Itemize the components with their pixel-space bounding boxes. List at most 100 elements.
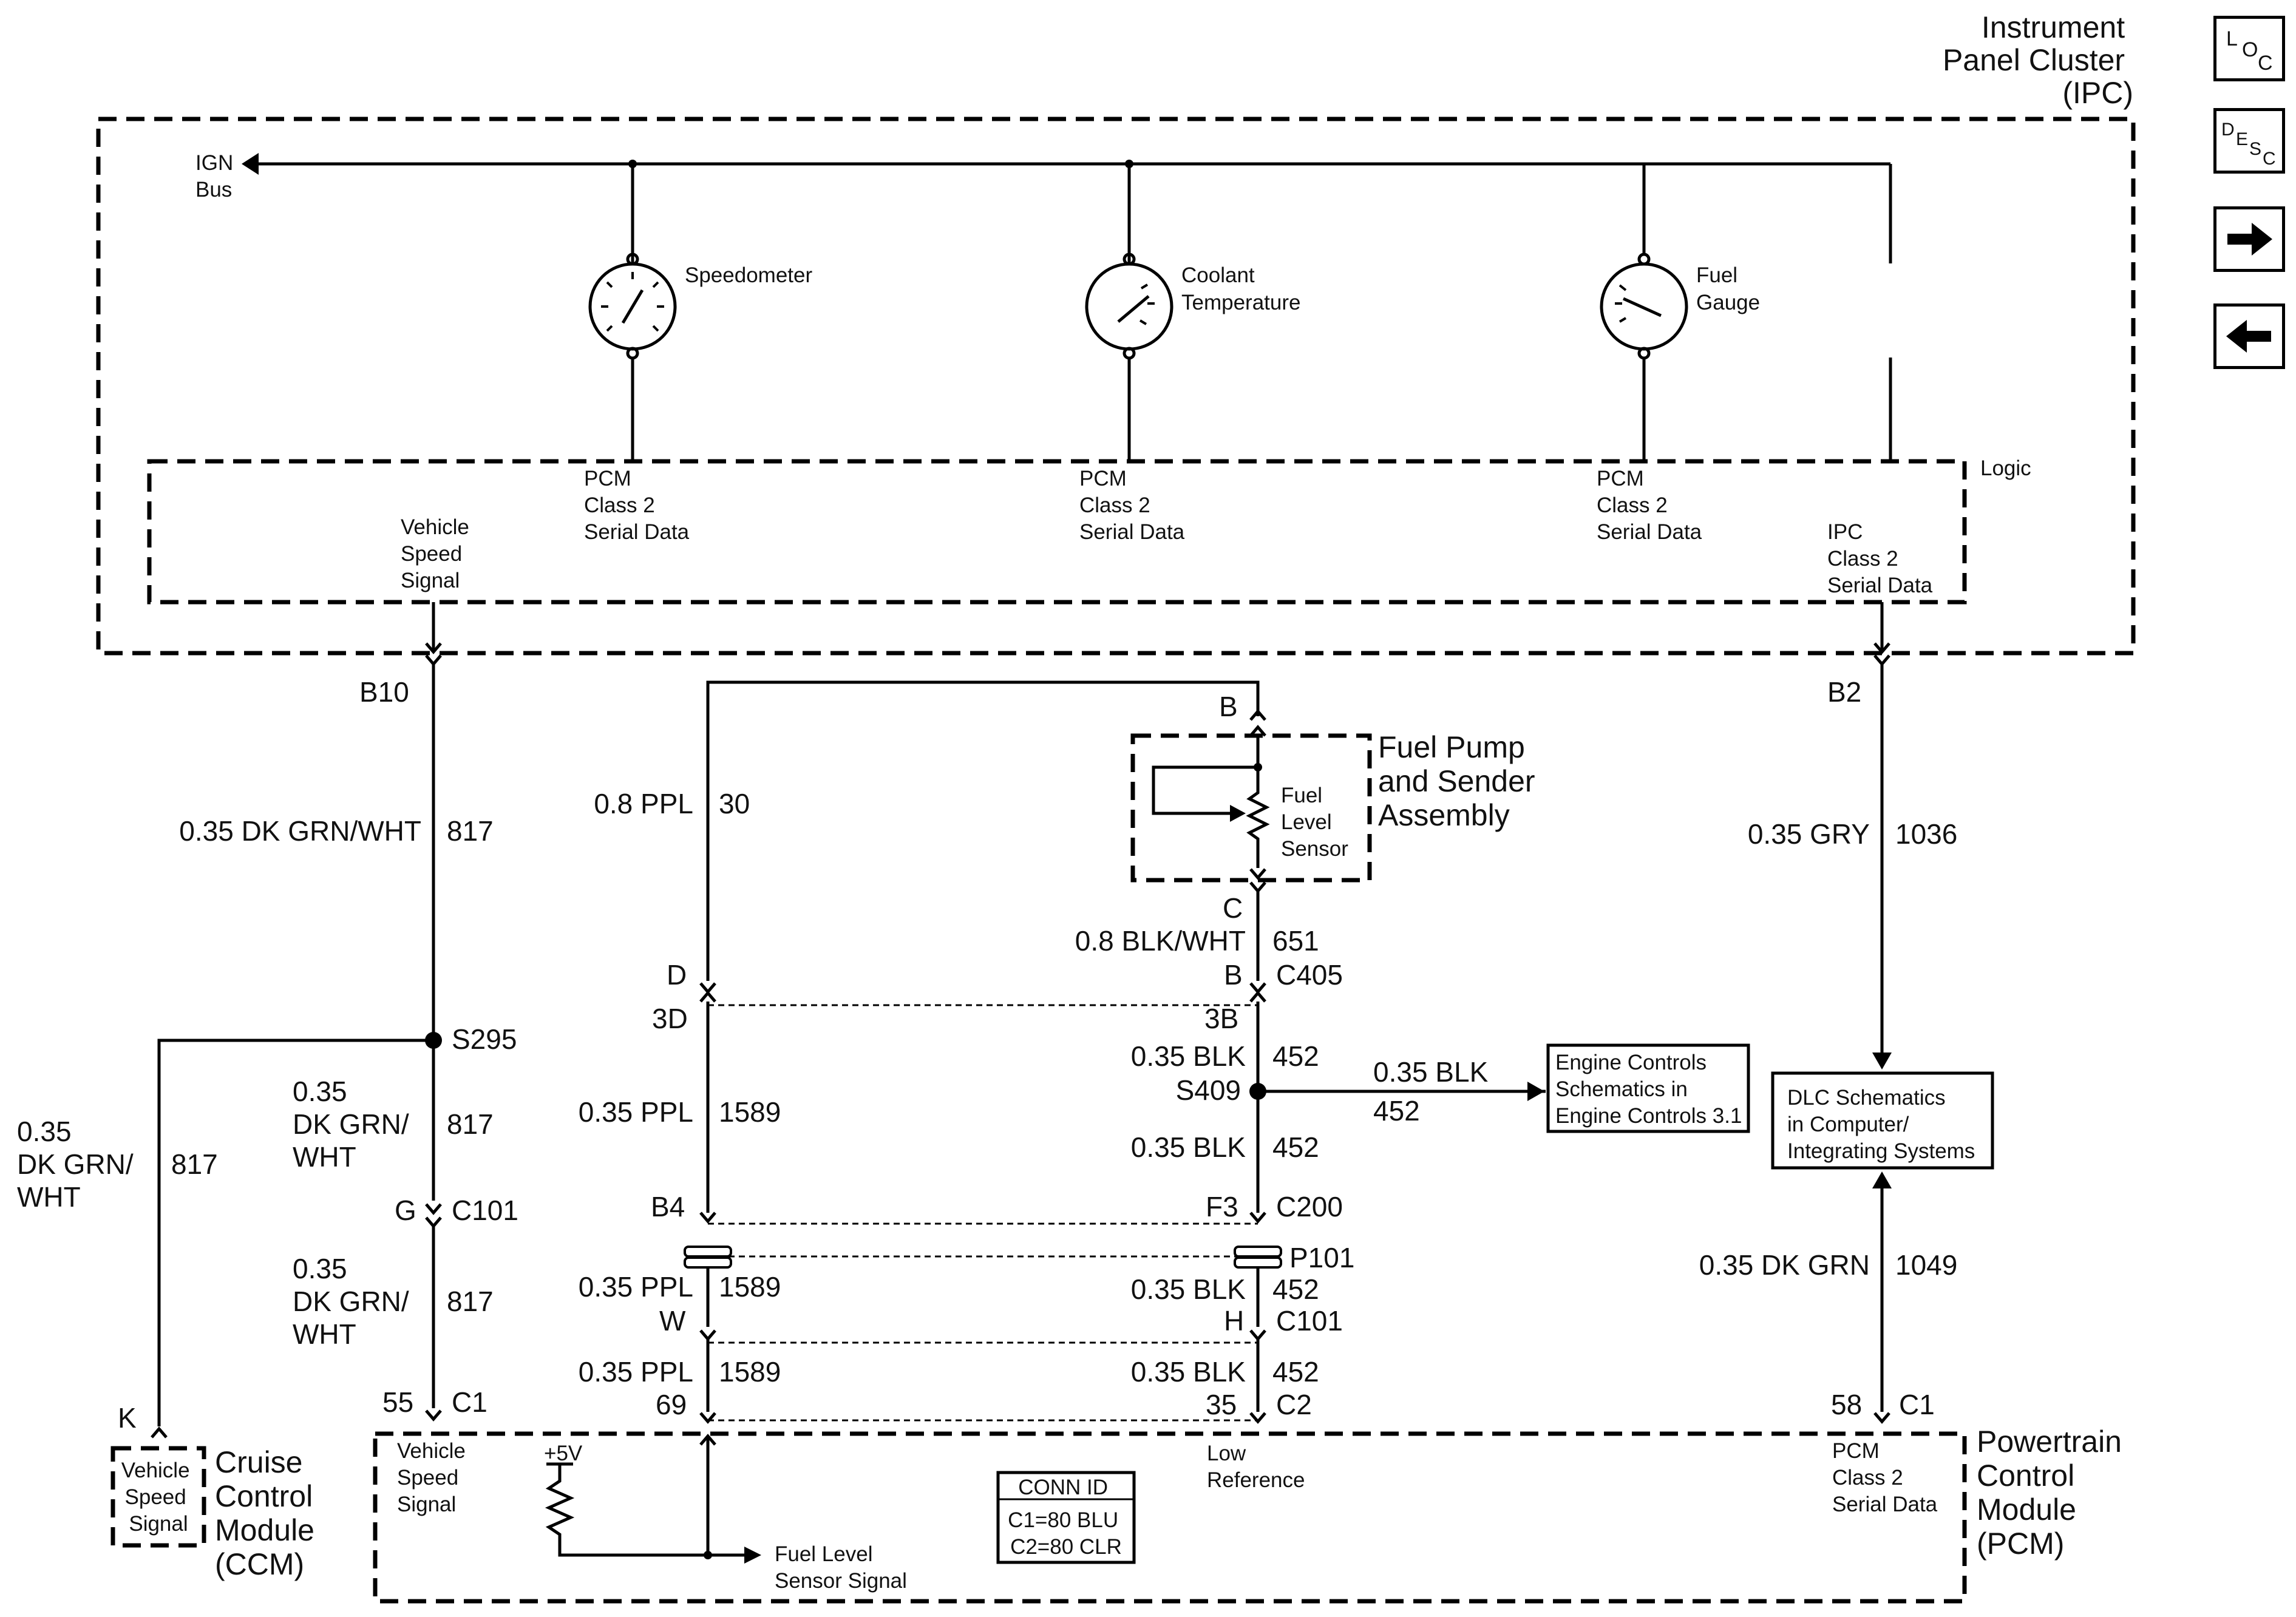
c101-right-pin: H bbox=[1224, 1305, 1244, 1337]
grn-wire-num: 1049 bbox=[1895, 1249, 1957, 1281]
splice-s295: S295 bbox=[452, 1023, 517, 1055]
pcm-pin-69: 69 bbox=[656, 1389, 687, 1420]
pcm-pin-35: 35 bbox=[1206, 1389, 1237, 1420]
w452c-num: 452 bbox=[1272, 1273, 1319, 1305]
engine-controls-link[interactable] bbox=[1546, 1043, 1750, 1133]
w1589a-color: 0.35 PPL bbox=[579, 1096, 693, 1128]
low-reference-label: Low Reference bbox=[1207, 1442, 1305, 1492]
w1589b-num: 1589 bbox=[719, 1271, 781, 1303]
serial-pin-b2: B2 bbox=[1827, 676, 1861, 708]
vss-wire2-color: 0.35 DK GRN/ WHT bbox=[293, 1076, 416, 1173]
c405-left-pin: D bbox=[667, 959, 687, 991]
ign-bus-label: IGN Bus bbox=[195, 151, 239, 202]
pull-up-resistor-icon bbox=[545, 1462, 761, 1564]
loc-button[interactable]: L O C bbox=[2213, 16, 2285, 81]
svg-text:O: O bbox=[2242, 38, 2258, 61]
w452d-num: 452 bbox=[1272, 1356, 1319, 1388]
coolant-temperature-label: Coolant Temperature bbox=[1181, 263, 1300, 314]
conn-id-box bbox=[996, 1471, 1136, 1564]
svg-text:D: D bbox=[2221, 120, 2235, 140]
serial-pcm-conn: C1 bbox=[1899, 1389, 1935, 1420]
ccm-box bbox=[110, 1446, 206, 1548]
ipc-title: Instrument Panel Cluster (IPC) bbox=[1943, 10, 2133, 110]
ccm-branch-color: 0.35 DK GRN/ WHT bbox=[17, 1116, 141, 1213]
svg-text:S: S bbox=[2249, 139, 2261, 159]
w452b-color: 0.35 BLK bbox=[1131, 1131, 1246, 1163]
conn-id-text: CONN ID C1=80 BLU C2=80 CLR bbox=[1008, 1476, 1124, 1559]
vss-wire3-color: 0.35 DK GRN/ WHT bbox=[293, 1253, 416, 1350]
speedometer-gauge-icon bbox=[588, 164, 677, 461]
fuel-level-signal-label: Fuel Level Sensor Signal bbox=[775, 1542, 907, 1593]
engine-controls-text: Engine Controls Schematics in Engine Con… bbox=[1555, 1051, 1742, 1128]
desc-button[interactable]: D E S C bbox=[2213, 108, 2285, 174]
pcm-name: Powertrain Control Module (PCM) bbox=[1977, 1425, 2130, 1561]
pump-pin-c: C bbox=[1223, 892, 1243, 924]
c101-left-pin: W bbox=[659, 1305, 686, 1337]
wire651-num: 651 bbox=[1272, 925, 1319, 957]
desc-icon: D E S C bbox=[2221, 120, 2276, 169]
ccm-vss-label: Vehicle Speed Signal bbox=[121, 1459, 196, 1536]
prev-page-button[interactable] bbox=[2213, 303, 2285, 369]
gry-wire-color: 0.35 GRY bbox=[1748, 818, 1870, 850]
ccm-name: Cruise Control Module (CCM) bbox=[215, 1445, 323, 1581]
next-page-button[interactable] bbox=[2213, 206, 2285, 272]
ign-bus-arrow-icon bbox=[242, 153, 259, 175]
fuel-pump-box bbox=[1130, 733, 1372, 883]
ipc-serial-label: IPC Class 2 Serial Data bbox=[1827, 520, 1933, 597]
pcm-serial-label: PCM Class 2 Serial Data bbox=[1832, 1439, 1938, 1516]
wire30-num: 30 bbox=[719, 788, 750, 819]
vss-pcm-pin: 55 bbox=[382, 1386, 413, 1418]
fuel-circuit bbox=[684, 680, 1546, 1554]
serial-circuit bbox=[1872, 602, 1892, 1424]
c405-name: C405 bbox=[1276, 959, 1343, 991]
pcm-vss-label: Vehicle Speed Signal bbox=[397, 1439, 472, 1516]
w452a-num: 452 bbox=[1272, 1040, 1319, 1072]
p101-name: P101 bbox=[1289, 1242, 1354, 1273]
splice-s409: S409 bbox=[1176, 1074, 1241, 1106]
dlc-schematics-link[interactable] bbox=[1771, 1071, 1994, 1170]
svg-text:C: C bbox=[2263, 149, 2276, 169]
fuel-gauge-label: Fuel Gauge bbox=[1696, 263, 1760, 314]
w452c-color: 0.35 BLK bbox=[1131, 1273, 1246, 1305]
arrow-left-icon bbox=[2226, 320, 2271, 353]
ccm-pin-k: K bbox=[118, 1402, 137, 1434]
c405-right-pin: B bbox=[1224, 959, 1243, 991]
ccm-branch-num: 817 bbox=[171, 1148, 218, 1180]
w1589b-color: 0.35 PPL bbox=[579, 1271, 693, 1303]
svg-text:L: L bbox=[2226, 27, 2238, 50]
c200-right-pin: F3 bbox=[1206, 1191, 1238, 1222]
ipc-box bbox=[96, 117, 2136, 656]
w1589c-num: 1589 bbox=[719, 1356, 781, 1388]
serial-data-label-1: PCM Class 2 Serial Data bbox=[584, 467, 690, 544]
plus-5v-label: +5V bbox=[544, 1442, 583, 1465]
pump-pin-b: B bbox=[1219, 691, 1238, 722]
c200-name: C200 bbox=[1276, 1191, 1343, 1222]
c101-name: C101 bbox=[1276, 1305, 1343, 1337]
speedometer-label: Speedometer bbox=[685, 263, 812, 287]
fuel-level-sensor-label: Fuel Level Sensor bbox=[1281, 784, 1348, 861]
w452d-color: 0.35 BLK bbox=[1131, 1356, 1246, 1388]
pcm-box bbox=[373, 1431, 1967, 1604]
serial-data-label-3: PCM Class 2 Serial Data bbox=[1597, 467, 1702, 544]
w1589a-num: 1589 bbox=[719, 1096, 781, 1128]
wire30-color: 0.8 PPL bbox=[594, 788, 693, 819]
ec-wire-num: 452 bbox=[1373, 1095, 1420, 1127]
coolant-temperature-gauge-icon bbox=[1085, 164, 1173, 461]
vss-pcm-conn: C1 bbox=[452, 1386, 487, 1418]
ec-wire-color: 0.35 BLK bbox=[1373, 1056, 1489, 1088]
fuel-pump-label: Fuel Pump and Sender Assembly bbox=[1378, 730, 1543, 832]
dlc-schematics-text: DLC Schematics in Computer/ Integrating … bbox=[1787, 1086, 1975, 1163]
vss-wire1-color: 0.35 DK GRN/WHT bbox=[179, 815, 421, 847]
c405-left-lower: 3D bbox=[652, 1003, 688, 1034]
pcm-conn-c2: C2 bbox=[1276, 1389, 1312, 1420]
ipc-vss-label: Vehicle Speed Signal bbox=[401, 515, 475, 592]
arrow-right-icon bbox=[2227, 223, 2272, 256]
vss-wire2-num: 817 bbox=[447, 1108, 494, 1140]
serial-data-label-2: PCM Class 2 Serial Data bbox=[1079, 467, 1185, 544]
c200-left-pin: B4 bbox=[651, 1191, 685, 1222]
logic-label: Logic bbox=[1980, 456, 2031, 480]
vss-circuit bbox=[151, 602, 442, 1439]
fuel-gauge-icon bbox=[1600, 164, 1892, 461]
grn-wire-color: 0.35 DK GRN bbox=[1699, 1249, 1870, 1281]
